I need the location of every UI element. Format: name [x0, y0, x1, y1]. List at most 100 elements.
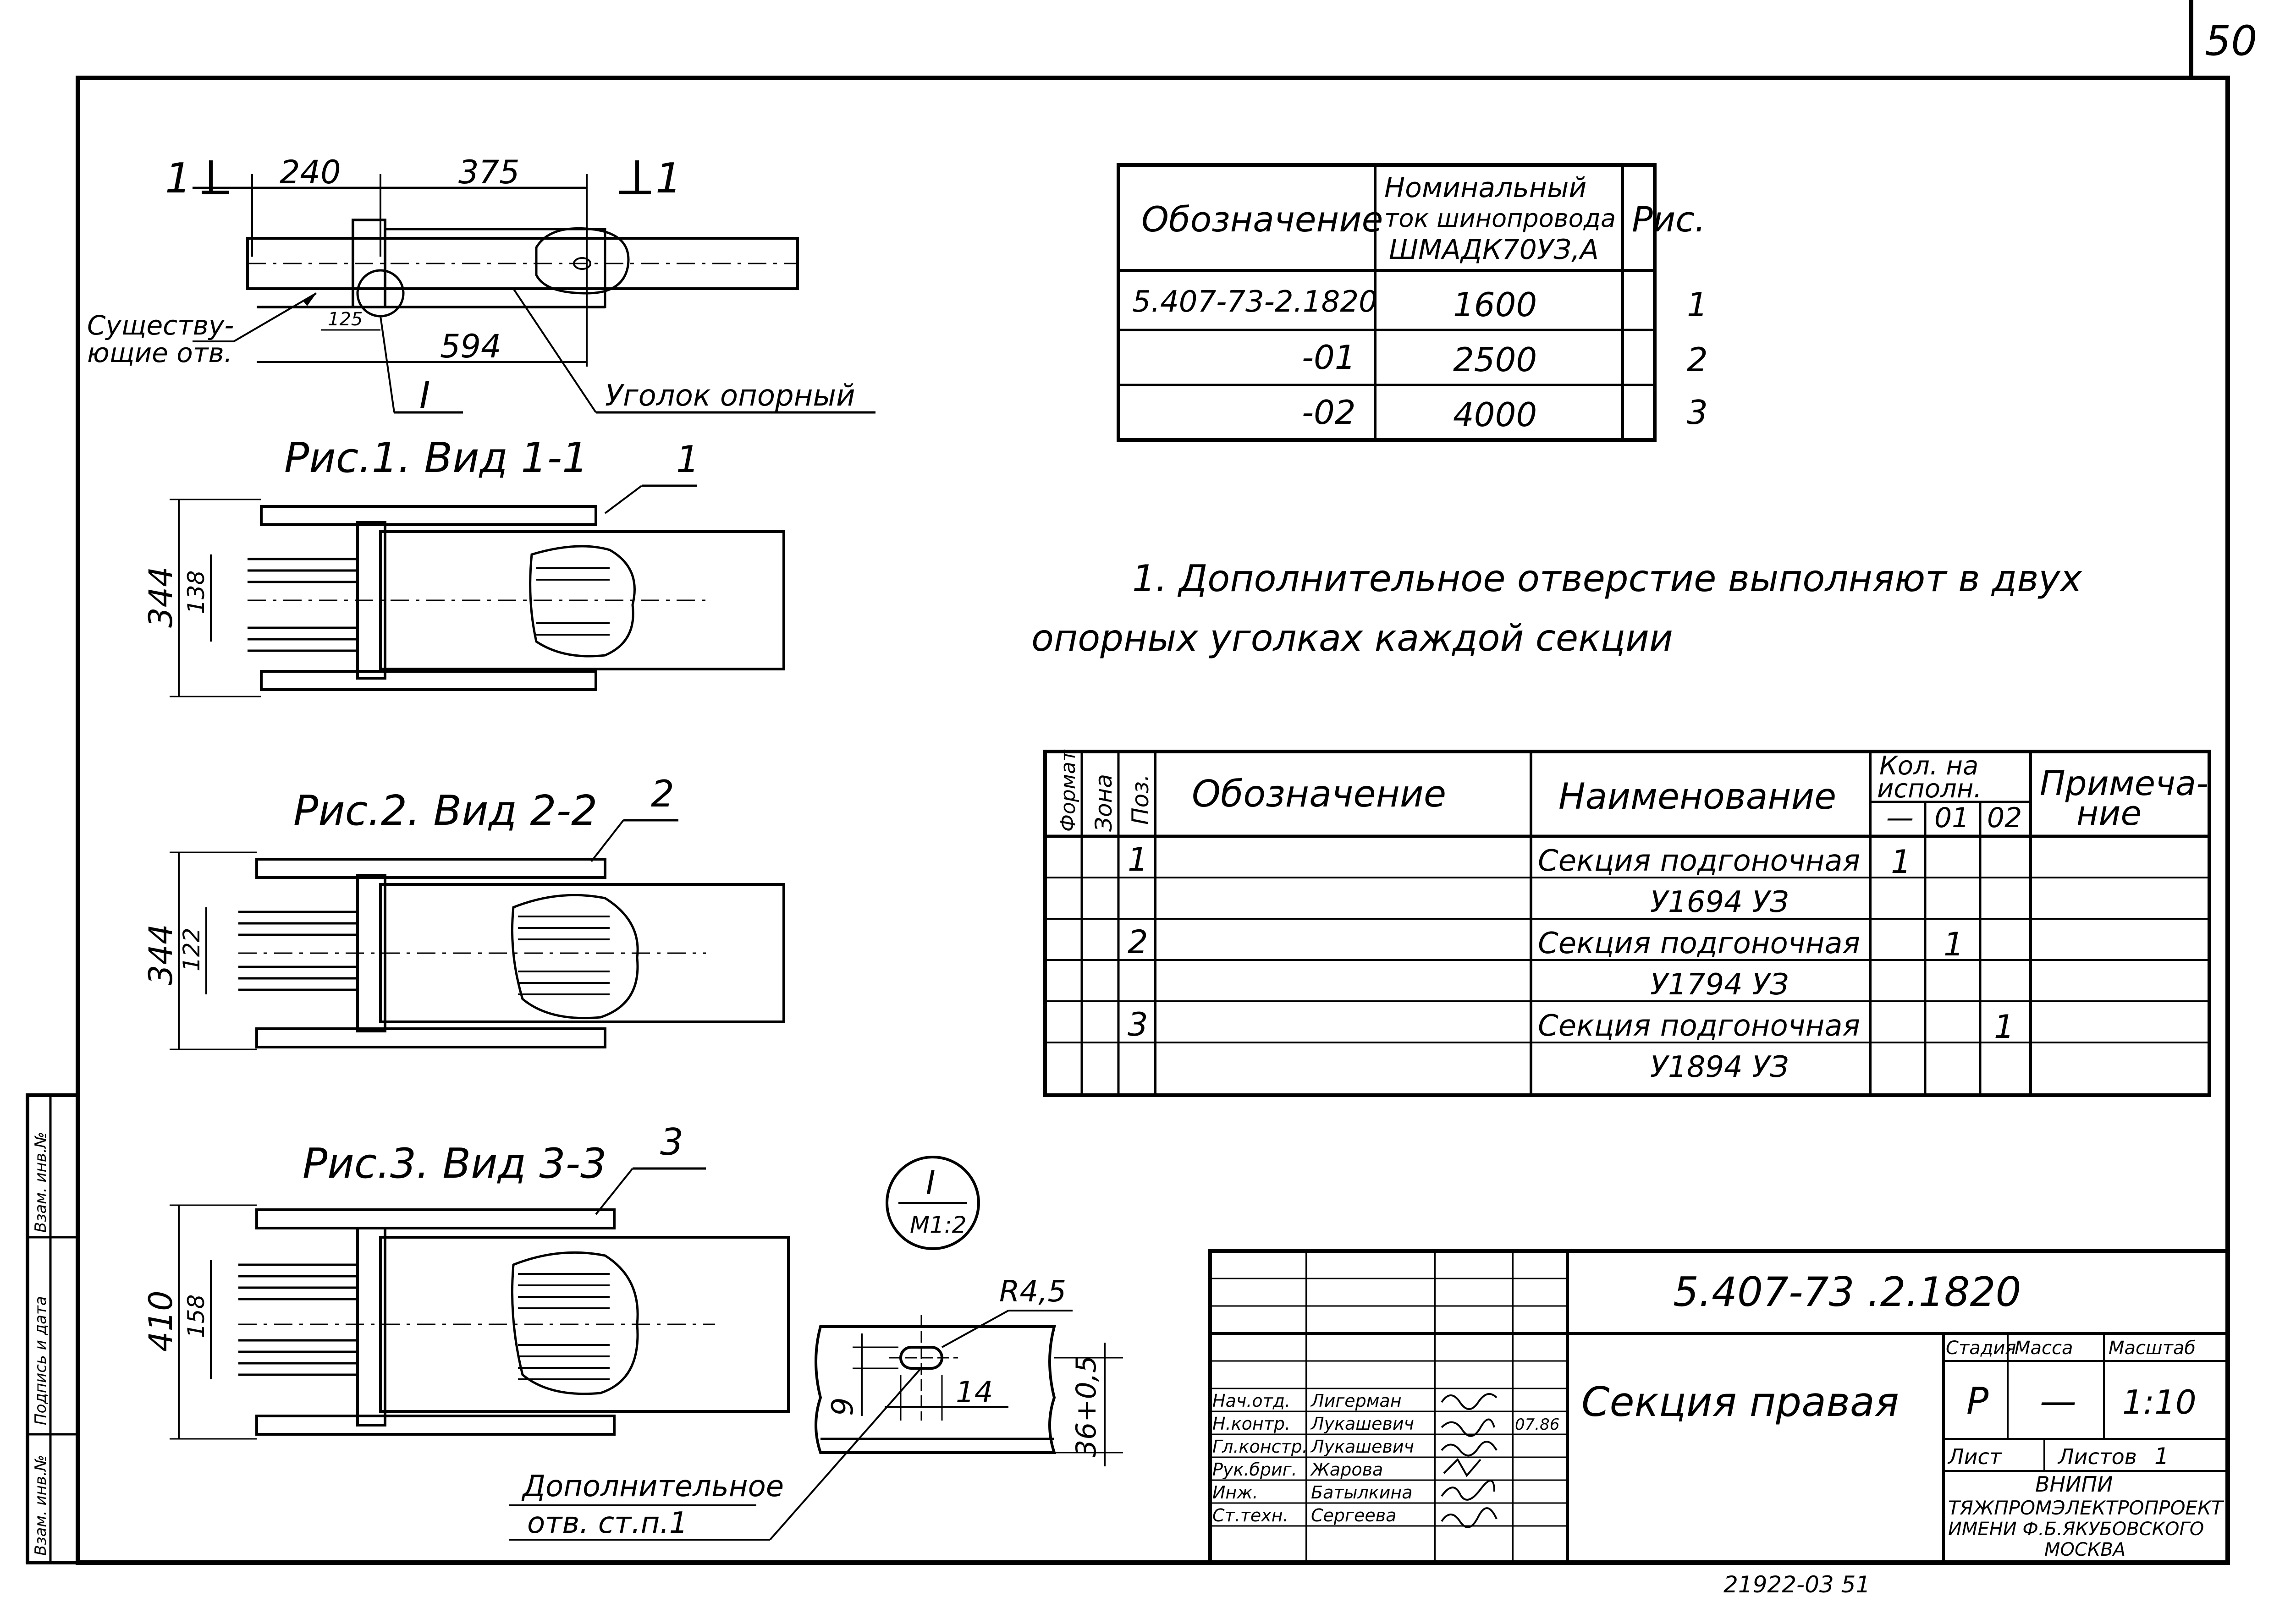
tb-role-4: Инж. — [1212, 1482, 1258, 1503]
tb-mass: — — [2040, 1380, 2076, 1422]
fig2-pos: 2 — [651, 773, 674, 815]
tb-name-0: Лигерман — [1310, 1391, 1402, 1411]
st-h-qty-c1: 01 — [1934, 802, 1969, 834]
st-h-qty-c0: — — [1886, 802, 1914, 834]
top-dim-594: 594 — [440, 328, 501, 365]
existing-holes-label-1: ющие отв. — [87, 337, 232, 368]
vt-header-current-1: ток шинопровода — [1384, 204, 1616, 233]
fig2-view: Рис.2. Вид 2-2 2 344 122 — [142, 773, 785, 1050]
section-mark-left: 1 — [165, 154, 191, 203]
tb-scale: 1:10 — [2122, 1383, 2197, 1421]
vt-r0-c0: 5.407-73-2.1820 — [1132, 285, 1377, 319]
vt-r2-c0: -02 — [1302, 393, 1356, 432]
tb-role-0: Нач.отд. — [1212, 1391, 1290, 1411]
detail-radius: R4,5 — [999, 1275, 1066, 1309]
signature-marks — [1441, 1393, 1498, 1528]
spec-table: Формат Зона Поз. Обозначение Наименовани… — [1043, 749, 2211, 1097]
tb-role-5: Ст.техн. — [1212, 1505, 1288, 1525]
st-r1-pos: 2 — [1128, 923, 1148, 961]
vt-r2-c1: 4000 — [1453, 395, 1537, 434]
fig2-dim-height: 344 — [142, 924, 180, 985]
st-h-name: Наименование — [1558, 776, 1836, 817]
top-dim-375: 375 — [458, 154, 520, 191]
variant-table: Обозначение Номинальный ток шинопровода … — [1117, 163, 1708, 442]
tb-org-1: ТЯЖПРОМЭЛЕКТРОПРОЕКТ — [1948, 1497, 2224, 1519]
sheet-frame: 50 — [76, 0, 2257, 1565]
tb-title: Секция правая — [1581, 1378, 1899, 1426]
fig1-caption: Рис.1. Вид 1-1 — [284, 434, 588, 482]
fig3-dim-inner: 158 — [183, 1295, 209, 1338]
st-r2-pos: 3 — [1128, 1006, 1148, 1043]
tb-mass-label: Масса — [2015, 1338, 2073, 1359]
detail-view: I M1:2 9 14 R4,5 36+0,5 Дополнительное о… — [509, 1156, 1123, 1541]
vt-header-current-0: Номинальный — [1384, 172, 1586, 204]
st-h-format: Формат — [1057, 749, 1080, 832]
st-r1-q1: 1 — [1944, 926, 1964, 963]
top-detail-mark: I — [419, 374, 430, 417]
top-view: 240 375 1 1 Существу- ющие отв. 125 594 … — [87, 154, 875, 417]
fig3-dim-height: 410 — [142, 1290, 180, 1352]
fig1-pos: 1 — [676, 438, 699, 481]
fig2-caption: Рис.2. Вид 2-2 — [293, 787, 597, 835]
note-line-1: опорных уголках каждой секции — [1031, 617, 1673, 659]
existing-holes-label-0: Существу- — [87, 310, 234, 341]
footer-code: 21922-03 51 — [1723, 1571, 1870, 1598]
st-h-qty-0: Кол. на — [1879, 751, 1978, 781]
st-h-designation: Обозначение — [1192, 773, 1446, 815]
st-r2-name-0: Секция подгоночная — [1538, 1009, 1860, 1043]
st-r0-pos: 1 — [1128, 841, 1148, 878]
sheet-number: 50 — [2205, 17, 2257, 65]
vt-r2-c2: 3 — [1687, 393, 1708, 432]
side-stamp-0: Взам. инв.№ — [32, 1132, 50, 1233]
tb-org-2: ИМЕНИ Ф.Б.ЯКУБОВСКОГО — [1948, 1519, 2204, 1540]
tb-name-2: Лукашевич — [1310, 1437, 1414, 1457]
detail-dim-w: 14 — [956, 1376, 993, 1410]
tb-stage-label: Стадия — [1946, 1338, 2016, 1359]
detail-label-0: Дополнительное — [521, 1470, 784, 1503]
fig1-view: Рис.1. Вид 1-1 1 344 138 — [142, 434, 785, 697]
note-line-0: 1. Дополнительное отверстие выполняют в … — [1132, 557, 2083, 600]
detail-dim-h: 9 — [826, 1397, 860, 1416]
side-stamp: Взам. инв.№ Подпись и дата Взам. инв.№ — [26, 1093, 80, 1564]
side-stamp-2: Взам. инв.№ — [32, 1455, 50, 1556]
tb-stage: Р — [1966, 1380, 1989, 1422]
tb-sheet-label: Лист — [1947, 1444, 2002, 1469]
tb-scale-label: Масштаб — [2109, 1338, 2196, 1359]
tb-role-1: Н.контр. — [1212, 1414, 1290, 1434]
vt-r1-c2: 2 — [1687, 340, 1708, 379]
tb-org-0: ВНИПИ — [2035, 1472, 2113, 1497]
detail-dim-pos: 36+0,5 — [1070, 1355, 1102, 1457]
detail-mark: I — [926, 1164, 936, 1202]
tb-name-1: Лукашевич — [1310, 1414, 1414, 1434]
note: 1. Дополнительное отверстие выполняют в … — [1031, 557, 2083, 659]
st-r0-name-0: Секция подгоночная — [1538, 844, 1860, 878]
tb-sheets: 1 — [2154, 1443, 2169, 1470]
st-r2-name-1: У1894 УЗ — [1650, 1050, 1789, 1084]
fig1-dim-height: 344 — [142, 566, 180, 628]
vt-header-current-2: ШМАДК70УЗ,А — [1389, 234, 1599, 266]
st-r2-q2: 1 — [1994, 1008, 2015, 1046]
st-r0-q0: 1 — [1891, 843, 1911, 881]
vt-r1-c1: 2500 — [1453, 340, 1537, 379]
section-mark-right: 1 — [655, 154, 682, 203]
st-h-zone: Зона — [1090, 774, 1117, 832]
vt-r0-c1: 1600 — [1453, 285, 1537, 324]
tb-date-0: 07.86 — [1515, 1416, 1559, 1434]
fig1-dim-inner: 138 — [183, 571, 209, 614]
tb-name-3: Жарова — [1310, 1459, 1383, 1480]
st-h-note-0: Примеча- — [2040, 764, 2208, 803]
st-r1-name-0: Секция подгоночная — [1538, 927, 1860, 960]
tb-name-4: Батылкина — [1311, 1482, 1413, 1503]
fig2-dim-inner: 122 — [178, 928, 205, 971]
st-h-pos: Поз. — [1127, 774, 1154, 825]
tb-sheets-label: Листов — [2057, 1444, 2137, 1469]
st-h-note-1: ние — [2076, 794, 2142, 833]
side-stamp-1: Подпись и дата — [32, 1296, 50, 1425]
vt-r1-c0: -01 — [1302, 338, 1356, 377]
st-h-qty-1: исполн. — [1877, 774, 1982, 804]
fig3-caption: Рис.3. Вид 3-3 — [303, 1140, 606, 1188]
tb-org-3: МОСКВА — [2044, 1539, 2125, 1560]
detail-scale: M1:2 — [910, 1212, 967, 1238]
tb-role-2: Гл.констр. — [1212, 1437, 1308, 1457]
